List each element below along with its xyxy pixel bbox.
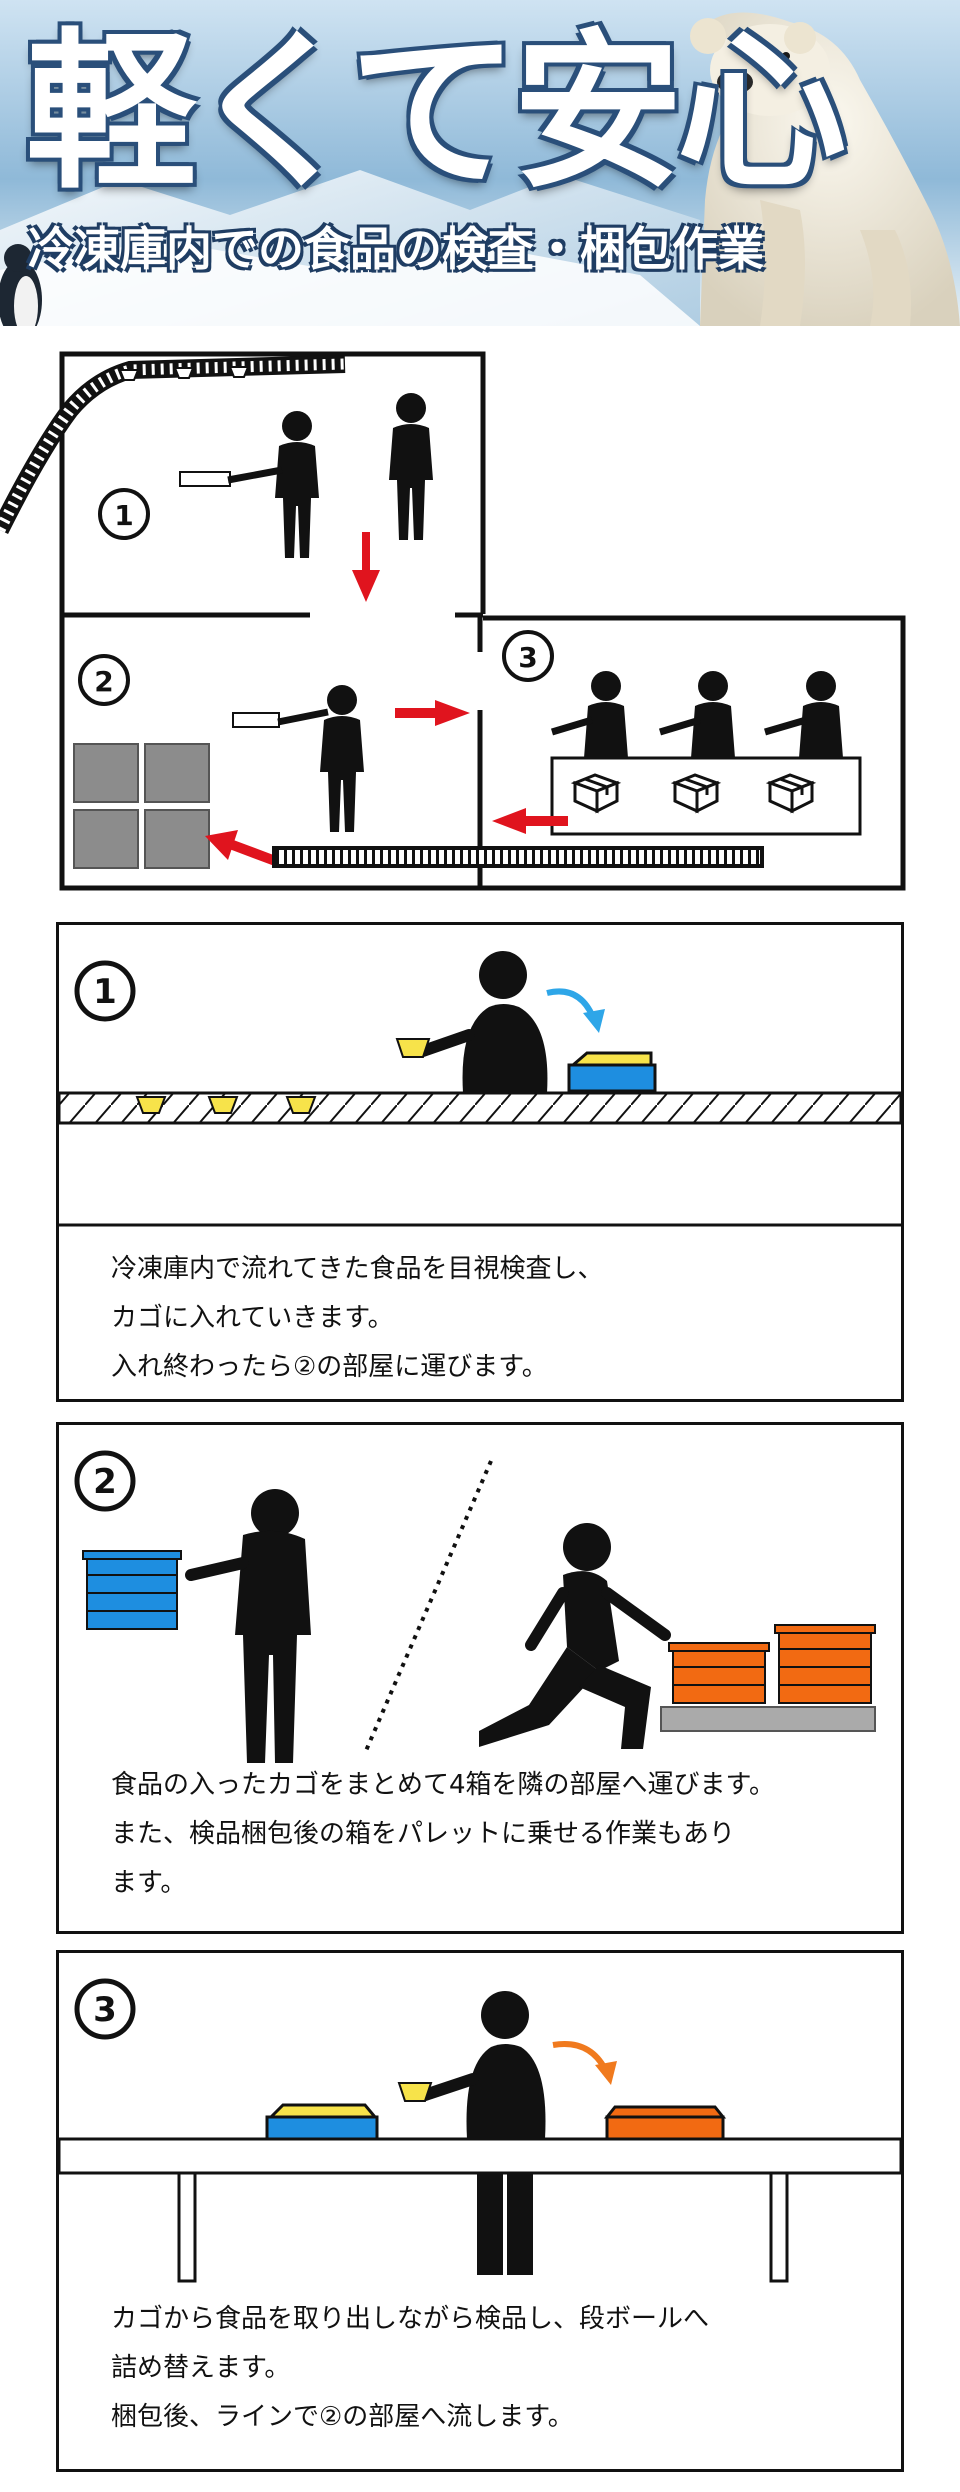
step2-number: 2 xyxy=(74,1450,136,1512)
step3-illustration: 3 xyxy=(59,1978,901,2283)
hero-background xyxy=(0,0,960,326)
arrow-to-pallet-icon xyxy=(205,830,280,867)
penguin-icon xyxy=(0,244,42,326)
room2-label: 2 xyxy=(78,654,130,706)
orange-box-icon xyxy=(603,2105,727,2141)
step3-number: 3 xyxy=(74,1978,136,2040)
hero-banner: 軽くて安心 冷凍庫内での食品の検査・梱包作業 xyxy=(0,0,960,326)
room3-workers xyxy=(550,671,843,818)
room3-label: 3 xyxy=(502,630,554,682)
room1-label: 1 xyxy=(98,488,150,540)
step3-description: カゴから食品を取り出しながら検品し、段ボールへ 詰め替えます。 梱包後、ラインで… xyxy=(111,2295,709,2442)
arrow-left-icon xyxy=(492,808,568,834)
step2-line: ます。 xyxy=(111,1868,187,1898)
step-panel-3: 3 カゴから食品を取 xyxy=(56,1950,904,2472)
room1-worker-inspecting xyxy=(179,411,319,558)
step1-illustration: 1 xyxy=(59,951,901,1227)
arrow-curve-icon xyxy=(546,988,605,1033)
blue-crate-icon xyxy=(265,2103,379,2141)
step3-table xyxy=(59,2137,901,2283)
room1-conveyor xyxy=(0,355,346,535)
step-panel-2: 2 xyxy=(56,1422,904,1934)
step2-line: また、検品梱包後の箱をパレットに乗せる作業もあり xyxy=(111,1819,736,1849)
floor-plan: 1 2 xyxy=(0,340,960,900)
pallet xyxy=(660,1706,876,1732)
svg-text:2: 2 xyxy=(94,665,113,698)
step-panel-1: 1 冷凍庫内で流れてきた食品を目視検査し、 カゴに入れていきます。 xyxy=(56,922,904,1402)
step2-description: 食品の入ったカゴをまとめて4箱を隣の部屋へ運びます。 また、検品梱包後の箱をパレ… xyxy=(111,1761,775,1908)
hero-title: 軽くて安心 xyxy=(26,14,847,212)
svg-text:1: 1 xyxy=(114,499,133,532)
room2-conveyor xyxy=(272,846,764,868)
room2-worker-carrying xyxy=(232,685,364,832)
step1-line: 冷凍庫内で流れてきた食品を目視検査し、 xyxy=(111,1254,604,1284)
svg-text:3: 3 xyxy=(518,641,537,674)
step1-line: 入れ終わったら②の部屋に運びます。 xyxy=(111,1352,548,1382)
step3-line: 梱包後、ラインで②の部屋へ流します。 xyxy=(111,2402,574,2432)
step2-worker-kneeling xyxy=(479,1523,671,1749)
step3-line: カゴから食品を取り出しながら検品し、段ボールへ xyxy=(111,2304,710,2334)
step2-line: 食品の入ったカゴをまとめて4箱を隣の部屋へ運びます。 xyxy=(111,1770,775,1800)
svg-text:3: 3 xyxy=(93,1990,117,2030)
step3-worker xyxy=(397,1991,546,2275)
svg-text:2: 2 xyxy=(93,1462,117,1502)
room3-table xyxy=(550,756,862,836)
blue-crate-stack-icon xyxy=(82,1550,182,1630)
step2-illustration: 2 xyxy=(74,1450,876,1763)
step1-worker xyxy=(395,951,548,1093)
step3-line: 詰め替えます。 xyxy=(111,2353,291,2383)
step1-number: 1 xyxy=(74,960,136,1022)
blue-crate-icon xyxy=(567,1051,657,1093)
arrow-curve-icon xyxy=(552,2041,617,2085)
step1-line: カゴに入れていきます。 xyxy=(111,1303,394,1333)
arrow-right-icon xyxy=(395,700,470,726)
svg-text:1: 1 xyxy=(93,972,117,1012)
hero-subtitle: 冷凍庫内での食品の検査・梱包作業 xyxy=(28,222,764,276)
step1-description: 冷凍庫内で流れてきた食品を目視検査し、 カゴに入れていきます。 入れ終わったら②… xyxy=(111,1245,603,1392)
divider xyxy=(363,1460,493,1754)
pallet-stack xyxy=(73,743,210,869)
arrow-down-icon xyxy=(352,532,380,602)
room1-worker xyxy=(389,393,433,540)
step2-worker-carrying xyxy=(185,1489,311,1763)
polar-bear-image xyxy=(690,12,960,326)
orange-crate-stack-icon xyxy=(668,1624,876,1704)
basket-icon xyxy=(135,1096,317,1114)
